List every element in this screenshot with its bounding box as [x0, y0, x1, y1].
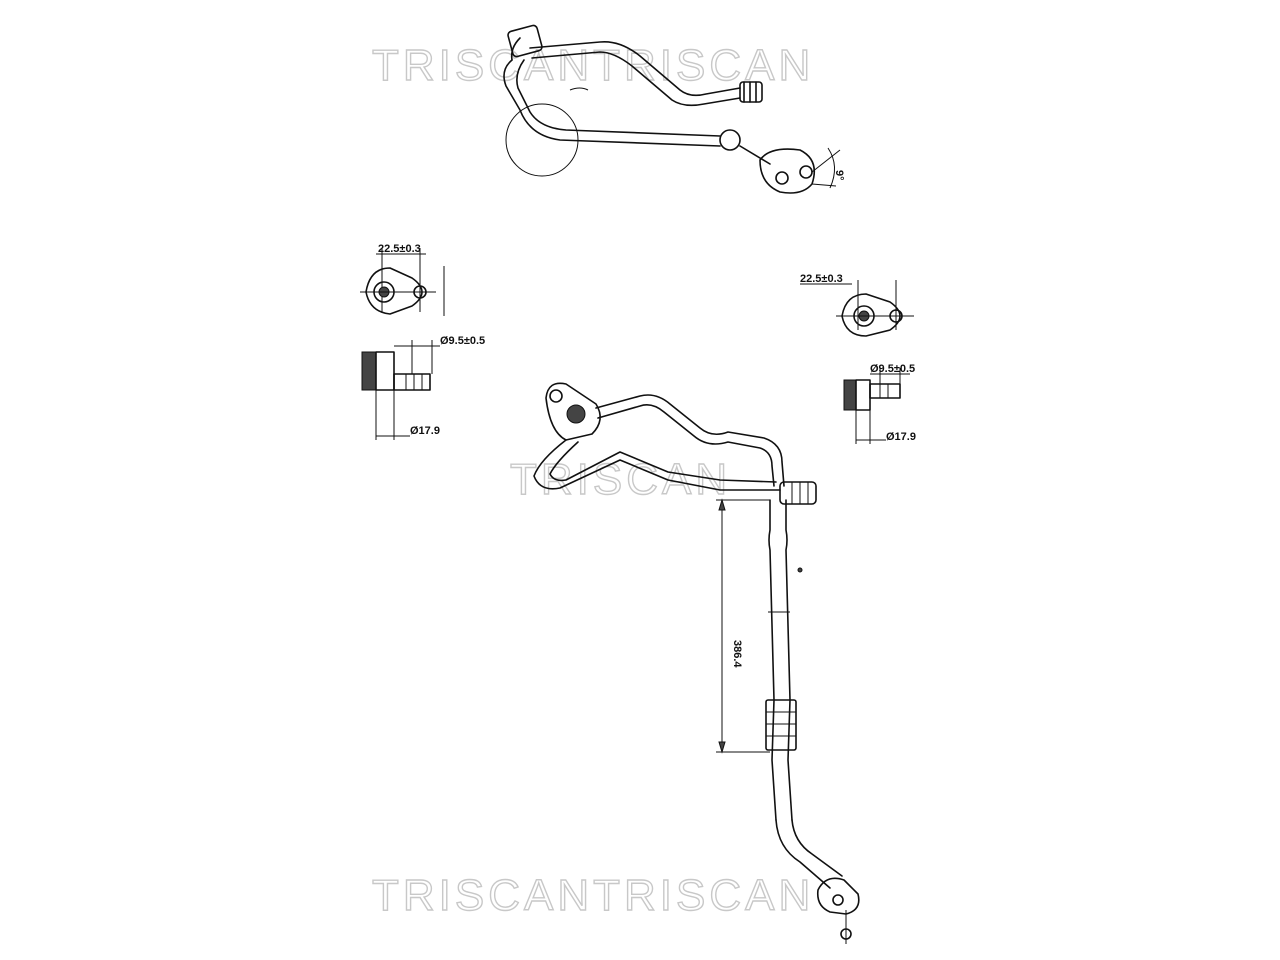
left-width-label: 22.5±0.3: [378, 243, 421, 255]
left-bore-label: Ø9.5±0.5: [440, 335, 485, 347]
left-fitting-detail: [360, 248, 445, 440]
watermark-bottom: TRISCANTRISCAN: [372, 871, 814, 920]
watermark-middle: TRISCAN: [510, 455, 731, 504]
left-outer-label: Ø17.9: [410, 425, 440, 437]
top-view-pipe: [503, 24, 841, 194]
length-label: 386.4: [731, 640, 743, 668]
right-outer-label: Ø17.9: [886, 431, 916, 443]
angle-label: 9°: [833, 170, 845, 181]
right-fitting-detail: [800, 280, 914, 444]
right-width-label: 22.5±0.3: [800, 273, 843, 285]
right-bore-label: Ø9.5±0.5: [870, 363, 915, 375]
main-view-pipe: [533, 382, 860, 944]
watermark-top: TRISCANTRISCAN: [372, 41, 814, 90]
